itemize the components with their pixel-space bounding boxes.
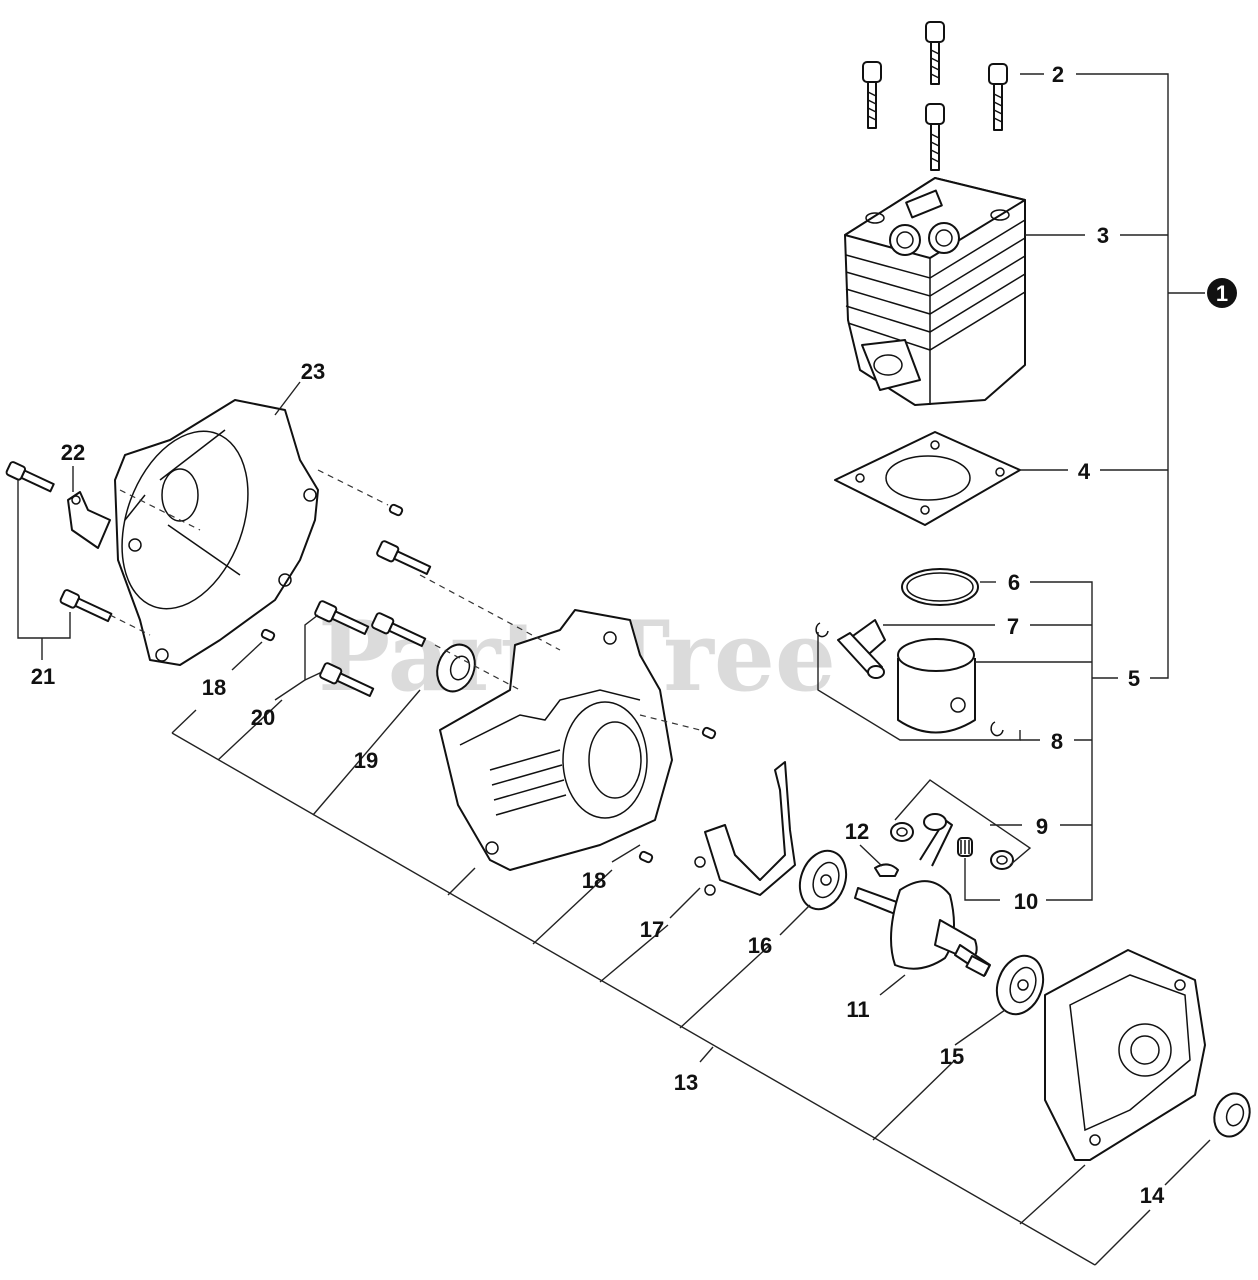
cylinder-bolts (862, 21, 1008, 171)
callout-23: 23 (301, 359, 325, 384)
piston-pin (837, 619, 886, 679)
piston-ring (901, 568, 979, 606)
callout-16: 16 (748, 933, 772, 958)
leader-lines (17, 73, 1211, 1266)
callout-labels: 2 3 4 5 6 7 8 9 10 11 12 13 14 15 16 17 … (31, 62, 1165, 1208)
woodruff-key (874, 863, 899, 877)
oil-seal-left (436, 643, 476, 693)
piston (897, 638, 976, 734)
crankcase-gasket (694, 761, 796, 896)
crankcase-right-half (1044, 949, 1206, 1161)
needle-bearing (957, 837, 973, 857)
main-bearing-right (995, 954, 1045, 1016)
callout-8: 8 (1051, 729, 1063, 754)
main-bearing-left (798, 849, 848, 911)
callout-6: 6 (1008, 570, 1020, 595)
crankshaft (854, 813, 991, 977)
cylinder-gasket (834, 431, 1021, 526)
group-1-badge (1207, 278, 1237, 308)
callout-22: 22 (61, 440, 85, 465)
cylinder (844, 177, 1026, 406)
callout-19: 19 (354, 748, 378, 773)
fan-cover-screws (5, 461, 113, 623)
callout-5: 5 (1128, 666, 1140, 691)
callout-9: 9 (1036, 814, 1048, 839)
crankcase-screws (314, 540, 432, 697)
callout-2: 2 (1052, 62, 1064, 87)
callout-13: 13 (674, 1070, 698, 1095)
callout-18-left: 18 (202, 675, 226, 700)
callout-3: 3 (1097, 223, 1109, 248)
callout-21: 21 (31, 664, 55, 689)
fan-cover (114, 399, 319, 666)
oil-seal-right (1213, 1092, 1251, 1138)
callout-12: 12 (845, 819, 869, 844)
needle-bearing-washers (890, 822, 1014, 870)
callout-15: 15 (940, 1044, 964, 1069)
callout-1: 1 (1216, 281, 1228, 306)
callout-17: 17 (640, 917, 664, 942)
dowel-pins (260, 503, 717, 864)
callout-10: 10 (1014, 889, 1038, 914)
crankcase-left-half (439, 609, 673, 871)
callout-18-right: 18 (582, 868, 606, 893)
wire-bracket (67, 491, 111, 549)
callout-7: 7 (1007, 614, 1019, 639)
alignment-lines (109, 469, 701, 731)
callout-4: 4 (1078, 459, 1091, 484)
callout-20: 20 (251, 705, 275, 730)
callout-11: 11 (846, 997, 869, 1022)
callout-14: 14 (1140, 1183, 1165, 1208)
